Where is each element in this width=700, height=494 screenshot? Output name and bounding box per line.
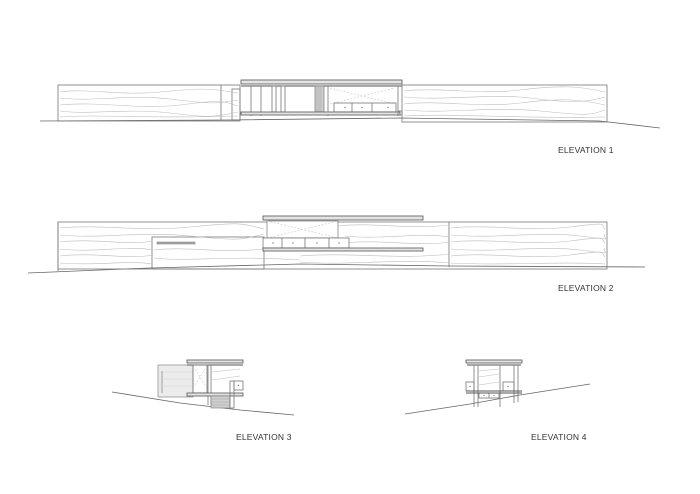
cabinet-units	[262, 237, 350, 249]
cross-bracing	[329, 87, 396, 105]
window-mullion	[280, 85, 286, 113]
elevation-4-label: ELEVATION 4	[531, 432, 587, 442]
cabinet-unit	[233, 380, 244, 391]
side-wall	[157, 364, 194, 398]
floor-slab	[240, 111, 401, 116]
elevation-2-drawing	[27, 215, 646, 274]
elevation-1-label: ELEVATION 1	[558, 145, 614, 155]
stone-wall-pattern	[59, 88, 239, 118]
stone-wall-pattern	[403, 86, 606, 118]
ground-line	[404, 383, 591, 415]
roof-slab	[262, 215, 424, 221]
window-mullion	[271, 85, 277, 113]
elevation-2-label: ELEVATION 2	[558, 283, 614, 293]
ground-line	[111, 391, 295, 416]
elevation-1-drawing	[39, 79, 661, 129]
column-hatch	[314, 85, 325, 113]
stone-wall-pattern	[59, 223, 606, 265]
right-wall	[401, 84, 608, 123]
floor-slab	[186, 392, 244, 397]
roof-slab	[186, 359, 244, 364]
vent-slot	[156, 241, 196, 245]
elevation-3-drawing	[111, 359, 295, 416]
roof-slab	[465, 359, 523, 364]
cross-bracing	[266, 220, 339, 239]
lower-wall	[151, 236, 265, 270]
floor-slab	[262, 247, 424, 252]
ground-line	[39, 117, 661, 129]
ground-line	[27, 263, 646, 274]
roof-slab	[240, 79, 403, 85]
cabinet-units	[333, 102, 397, 113]
door	[231, 88, 241, 121]
elevation-3-label: ELEVATION 3	[236, 432, 292, 442]
elevation-4-drawing	[404, 359, 591, 415]
